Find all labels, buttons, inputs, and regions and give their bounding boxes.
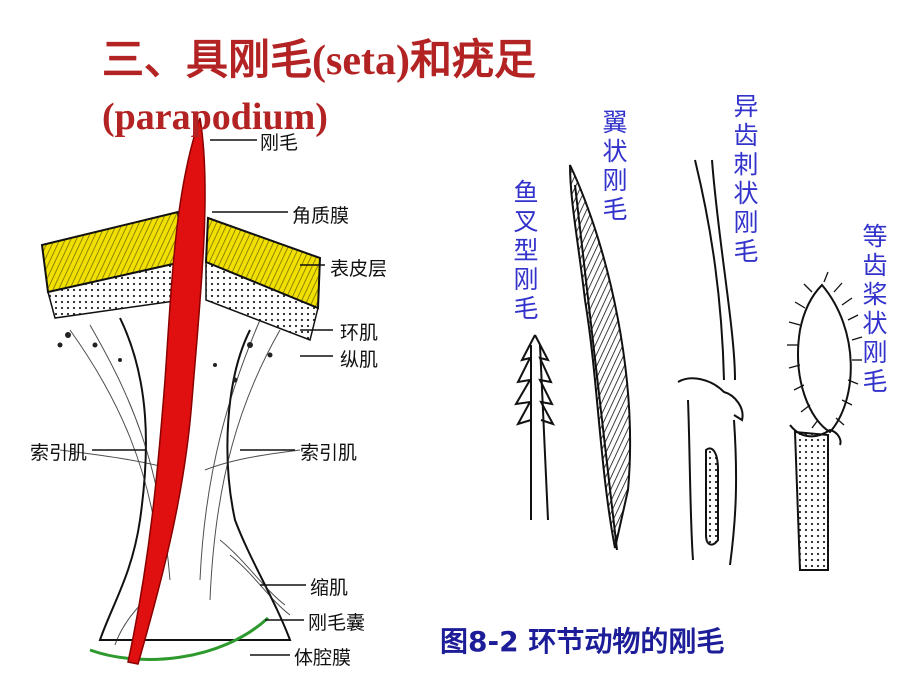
label-setal-sac: 刚毛囊 (308, 612, 366, 634)
slide-title-line2: (parapodium) (102, 96, 328, 138)
label-coelom-membrane: 体腔膜 (294, 647, 352, 669)
label-paddle-seta: 等齿桨状刚毛 (862, 222, 888, 396)
label-winged-seta: 翼状刚毛 (602, 108, 628, 224)
label-retractor-left: 索引肌 (30, 442, 88, 464)
seta-red (127, 117, 206, 665)
slide-title-line1: 三、具刚毛(seta)和疣足 (102, 38, 536, 84)
label-harpoon-seta: 鱼叉型刚毛 (513, 178, 539, 323)
label-longitudinal-muscle: 纵肌 (340, 349, 379, 371)
parapodium-stalk (98, 317, 292, 641)
label-seta: 刚毛 (260, 132, 299, 154)
label-spinigerous-seta: 异齿刺状刚毛 (733, 92, 759, 266)
winged-seta-drawing (569, 164, 631, 551)
coelom-membrane-line (89, 616, 270, 661)
figure-caption: 图8-2 环节动物的刚毛 (440, 625, 725, 658)
label-contractor: 缩肌 (310, 577, 349, 599)
label-cuticle: 角质膜 (292, 205, 350, 227)
harpoon-seta-drawing (514, 334, 556, 521)
parapodium-diagram (40, 117, 333, 665)
paddle-seta-drawing (787, 271, 863, 571)
label-circular-muscle: 环肌 (340, 322, 379, 344)
label-epidermis: 表皮层 (330, 258, 388, 280)
spinigerous-seta-drawing (677, 159, 744, 566)
label-retractor-right: 索引肌 (300, 442, 358, 464)
